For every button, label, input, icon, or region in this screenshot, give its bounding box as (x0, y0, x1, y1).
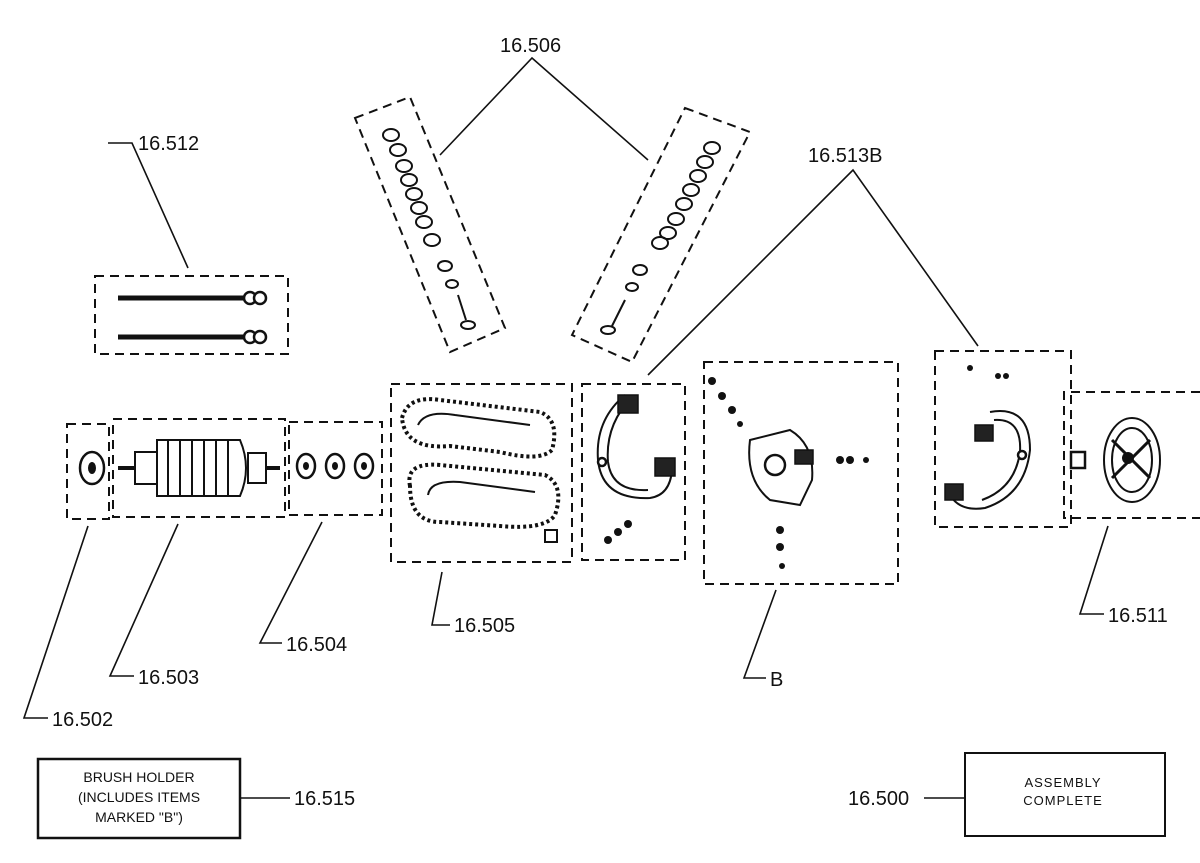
leader-16-506 (439, 56, 649, 161)
leader-16-505 (431, 571, 450, 626)
label-16-506: 16.506 (500, 35, 561, 57)
leader-16-511 (1078, 525, 1109, 615)
leader-16-504 (258, 521, 323, 644)
leader-16-503 (108, 523, 179, 677)
assembly-complete-note: ASSEMBLY COMPLETE (964, 752, 1166, 837)
label-16-500: 16.500 (848, 788, 909, 810)
fastener-kit-right (570, 106, 752, 364)
brush-holder-note: BRUSH HOLDER (INCLUDES ITEMS MARKED "B") (36, 757, 242, 840)
end-plate (1063, 391, 1200, 519)
brush-holder-line3: MARKED "B") (95, 809, 183, 825)
leader-16-512 (108, 142, 189, 269)
label-16-515: 16.515 (294, 788, 355, 810)
brush-holder-line1: BRUSH HOLDER (83, 769, 194, 785)
assembly-line1: ASSEMBLY (1024, 775, 1101, 790)
label-16-512: 16.512 (138, 133, 199, 155)
leader-16-513b (647, 168, 979, 376)
label-16-502: 16.502 (52, 709, 113, 731)
label-b: B (770, 669, 783, 691)
assembly-line2: COMPLETE (1023, 793, 1103, 808)
brush-plate-b (703, 361, 899, 585)
label-16-503: 16.503 (138, 667, 199, 689)
armature (112, 418, 286, 518)
leader-16-502 (22, 525, 89, 719)
label-16-504: 16.504 (286, 634, 347, 656)
label-16-513b: 16.513B (808, 145, 883, 167)
brush-assembly-left (581, 383, 686, 561)
through-bolts (94, 275, 289, 355)
thrust-washer (66, 423, 110, 520)
fastener-kit-left (353, 95, 507, 354)
field-coils (390, 383, 573, 563)
washer-set (288, 421, 383, 516)
brush-holder-line2: (INCLUDES ITEMS (78, 789, 200, 805)
label-16-505: 16.505 (454, 615, 515, 637)
label-16-511: 16.511 (1108, 605, 1168, 627)
leader-b (742, 589, 777, 679)
brush-assembly-right (934, 350, 1072, 528)
